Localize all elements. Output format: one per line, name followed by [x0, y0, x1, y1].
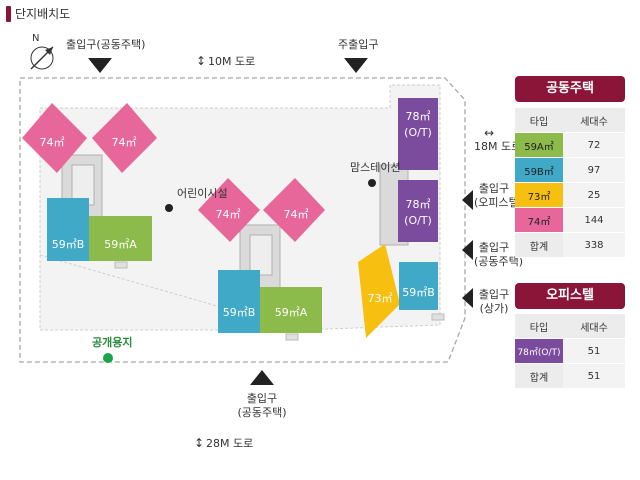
- housing-row-units: 144: [563, 207, 625, 233]
- daycare-marker: [165, 204, 173, 212]
- entrance-officetel-label-1: 출입구: [478, 182, 510, 195]
- b2-pink-right-shape: [263, 178, 325, 242]
- officetel-table-title: 오피스텔: [515, 283, 625, 309]
- b1-pink-left-label: 74㎡: [39, 136, 65, 149]
- entrance-housing-label-2: (공동주택): [474, 255, 524, 268]
- b2-pink-left-label: 74㎡: [215, 208, 241, 221]
- officetel-row-units: 51: [563, 363, 625, 389]
- open-space-marker: [103, 353, 113, 363]
- officetel-row-type: 합계: [515, 363, 563, 389]
- housing-row-type: 59B㎡: [515, 157, 563, 183]
- road-top-label: 10M 도로: [208, 55, 256, 68]
- building-2: [198, 178, 325, 341]
- table-row: 59A㎡ 72: [515, 132, 625, 158]
- officetel-table: 타입 세대수 78㎡(O/T) 51 합계 51: [515, 314, 625, 389]
- b1-pink-right-shape: [92, 103, 157, 173]
- entrance-bottom-marker: [250, 370, 274, 385]
- housing-col-units: 세대수: [563, 108, 625, 133]
- b3-purple-top-label-2: (O/T): [404, 126, 432, 139]
- community-label: 맘스테이션: [350, 161, 401, 174]
- b1-pink-left-shape: [22, 103, 87, 173]
- b3-purple-bottom-shape: [398, 180, 438, 242]
- housing-row-type: 73㎡: [515, 182, 563, 208]
- community-marker: [368, 179, 376, 187]
- entrance-bottom-label-2: (공동주택): [237, 406, 287, 419]
- housing-table-title: 공동주택: [515, 76, 625, 102]
- entrance-right-housing-marker: [462, 240, 473, 260]
- housing-table: 타입 세대수 59A㎡ 72 59B㎡ 97 73㎡ 25 74㎡ 144 합계…: [515, 108, 625, 258]
- table-row: 59B㎡ 97: [515, 157, 625, 183]
- entrance-top-main-marker: [344, 58, 368, 73]
- housing-row-type: 74㎡: [515, 207, 563, 233]
- b1-blue-shape: [47, 198, 89, 261]
- officetel-table-header: 타입 세대수: [515, 314, 625, 339]
- building-1: [22, 103, 157, 269]
- title-accent-bar: [6, 6, 11, 22]
- housing-row-type: 59A㎡: [515, 132, 563, 158]
- table-row: 78㎡(O/T) 51: [515, 338, 625, 364]
- page-title: 단지배치도: [15, 7, 71, 21]
- b3-purple-bottom-label-2: (O/T): [404, 214, 432, 227]
- road-right-label: 18M 도로: [474, 140, 522, 153]
- entrance-right-shop-marker: [462, 288, 473, 308]
- b3-yellow-label: 73㎡: [367, 292, 393, 305]
- b1-green-shape: [89, 216, 152, 261]
- entrance-shop-label-2: (상가): [479, 302, 509, 315]
- b3-purple-bottom-label-1: 78㎡: [405, 198, 431, 211]
- b1-blue-label: 59㎡B: [51, 238, 85, 251]
- housing-col-type: 타입: [515, 108, 563, 133]
- housing-row-type: 합계: [515, 232, 563, 258]
- entrance-housing-label-1: 출입구: [478, 241, 510, 254]
- road-bottom-label: 28M 도로: [206, 437, 254, 450]
- daycare-label: 어린이시설: [177, 187, 228, 200]
- entrance-right-officetel-marker: [462, 190, 473, 210]
- officetel-col-type: 타입: [515, 314, 563, 339]
- open-space-label: 공개용지: [92, 336, 133, 349]
- b2-pink-right-label: 74㎡: [283, 208, 309, 221]
- b2-pink-left-shape: [198, 178, 260, 242]
- housing-row-units: 97: [563, 157, 625, 183]
- entrance-shop-label-1: 출입구: [478, 288, 510, 301]
- b2-blue-label: 59㎡B: [222, 306, 256, 319]
- housing-row-units: 72: [563, 132, 625, 158]
- officetel-col-units: 세대수: [563, 314, 625, 339]
- housing-row-units: 25: [563, 182, 625, 208]
- road-bottom-arrow: ↕: [194, 436, 205, 450]
- b1-pink-right-label: 74㎡: [111, 136, 137, 149]
- officetel-row-type: 78㎡(O/T): [515, 338, 563, 364]
- b3-purple-top-label-1: 78㎡: [405, 110, 431, 123]
- road-top-arrow: ↕: [196, 54, 207, 68]
- building-3: [358, 98, 445, 338]
- table-row: 합계 338: [515, 232, 625, 258]
- entrance-top-left-label: 출입구(공동주택): [66, 38, 146, 51]
- road-right-arrow: ↔: [484, 126, 495, 140]
- b2-green-label: 59㎡A: [274, 306, 308, 319]
- entrance-top-main-label: 주출입구: [338, 38, 379, 51]
- entrance-officetel-label-2: (오피스텔): [474, 196, 524, 209]
- compass-icon: [30, 46, 54, 70]
- b1-green-label: 59㎡A: [104, 238, 137, 251]
- housing-table-header: 타입 세대수: [515, 108, 625, 133]
- b2-blue-shape: [218, 270, 260, 333]
- table-row: 74㎡ 144: [515, 207, 625, 233]
- table-row: 73㎡ 25: [515, 182, 625, 208]
- table-row: 합계 51: [515, 363, 625, 389]
- b3-blue-shape: [399, 262, 438, 310]
- b3-blue-label: 59㎡B: [402, 286, 435, 299]
- entrance-bottom-label-1: 출입구: [246, 392, 278, 405]
- housing-row-units: 338: [563, 232, 625, 258]
- b2-green-shape: [260, 287, 322, 333]
- b3-purple-top-shape: [398, 98, 438, 170]
- b3-yellow-shape: [358, 244, 400, 338]
- compass-north-label: N: [32, 33, 40, 44]
- officetel-row-units: 51: [563, 338, 625, 364]
- entrance-top-left-marker: [88, 58, 112, 73]
